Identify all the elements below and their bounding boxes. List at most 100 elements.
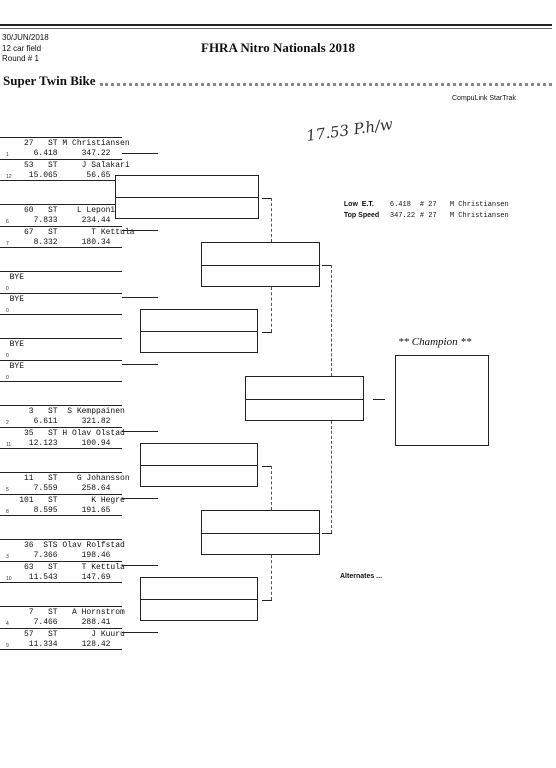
entry-car-driver: 35 ST H Olav Olstad	[0, 429, 125, 438]
entry-seed: 0	[6, 286, 9, 292]
entry-seed: 2	[6, 420, 9, 426]
qf-box-1	[115, 175, 259, 219]
qf-box-2	[140, 309, 258, 353]
entry-et-speed: 6.418 347.22	[0, 149, 111, 158]
stats-top-speed: Top Speed 347.22# 27 M Christiansen	[340, 205, 509, 220]
field-size: 12 car field	[2, 44, 42, 53]
qf-box-4	[140, 577, 258, 621]
connector	[271, 287, 272, 332]
connector	[122, 498, 158, 499]
connector	[122, 565, 158, 566]
top-speed-car: # 27	[419, 212, 437, 220]
entry-car-driver: 57 ST J Kuuru	[0, 630, 125, 639]
entry-bot: BYE 0	[0, 293, 122, 315]
connector	[122, 364, 158, 365]
connector	[322, 265, 332, 266]
champion-label: ** Champion **	[398, 336, 472, 348]
entry-top: 27 ST M Christiansen 1 6.418 347.22	[0, 137, 130, 159]
entry-et-speed: 11.334 128.42	[0, 640, 111, 649]
entry-bot: 101 ST K Hegre 8 8.595 191.65	[0, 494, 125, 516]
top-speed-value: 347.22	[389, 212, 416, 220]
qf-box-3	[140, 443, 258, 487]
event-date: 30/JUN/2018	[2, 33, 49, 42]
entry-car-driver: 101 ST K Hegre	[0, 496, 125, 505]
entry-car-driver: 11 ST G Johansson	[0, 474, 130, 483]
entry-car-driver: 3 ST S Kemppainen	[0, 407, 125, 416]
entry-seed: 11	[6, 442, 12, 448]
connector	[122, 153, 158, 154]
entry-car-driver: 67 ST T Kettula	[0, 228, 135, 237]
low-et-name: M Christiansen	[449, 201, 509, 209]
entry-bot: 57 ST J Kuuru 9 11.334 128.42	[0, 628, 125, 650]
round-number: Round # 1	[2, 54, 39, 63]
connector	[262, 198, 272, 199]
entry-et-speed: 7.466 288.41	[0, 618, 111, 627]
connector	[122, 230, 158, 231]
connector	[271, 555, 272, 600]
connector	[262, 332, 272, 333]
low-et-label: Low E.T.	[343, 201, 374, 208]
entry-car-driver: 63 ST T Kettula	[0, 563, 125, 572]
sf-box-1	[201, 242, 320, 287]
entry-et-speed: 7.559 258.64	[0, 484, 111, 493]
entry-seed: 5	[6, 487, 9, 493]
entry-top: 3 ST S Kemppainen 2 6.611 321.82	[0, 405, 125, 427]
entry-car-driver: 27 ST M Christiansen	[0, 139, 130, 148]
entry-bot: BYE 0	[0, 360, 122, 382]
connector	[271, 466, 272, 510]
entry-et-speed: 8.332 180.34	[0, 238, 111, 247]
entry-seed: 9	[6, 643, 9, 649]
class-dotted-rule	[100, 83, 552, 86]
entry-seed: 0	[6, 353, 9, 359]
entry-et-speed: 8.595 191.65	[0, 506, 111, 515]
entry-car-driver: BYE	[0, 362, 25, 371]
entry-seed: 4	[6, 621, 9, 627]
final-box	[245, 376, 364, 421]
entry-seed: 10	[6, 576, 12, 582]
connector	[331, 421, 332, 533]
connector	[122, 431, 158, 432]
connector	[322, 533, 332, 534]
entry-et-speed: 12.123 100.94	[0, 439, 111, 448]
entry-et-speed: 6.611 321.82	[0, 417, 111, 426]
entry-top: BYE 0	[0, 271, 122, 293]
entry-seed: 3	[6, 554, 9, 560]
entry-car-driver: 60 ST L Leponiemi	[0, 206, 130, 215]
top-speed-label: Top Speed	[343, 212, 380, 219]
entry-top: 11 ST G Johansson 5 7.559 258.64	[0, 472, 130, 494]
champion-box	[395, 355, 489, 446]
entry-car-driver: BYE	[0, 340, 25, 349]
entry-seed: 12	[6, 174, 12, 180]
entry-car-driver: BYE	[0, 273, 25, 282]
sf-box-2	[201, 510, 320, 555]
entry-seed: 0	[6, 375, 9, 381]
entry-seed: 6	[6, 219, 9, 225]
low-et-value: 6.418	[389, 201, 411, 209]
class-name: Super Twin Bike	[3, 73, 96, 88]
connector	[271, 198, 272, 242]
brand-name: CompuLink StarTrak	[452, 95, 516, 102]
entry-seed: 0	[6, 308, 9, 314]
entry-car-driver: 53 ST J Salakari	[0, 161, 130, 170]
entry-seed: 8	[6, 509, 9, 515]
connector	[262, 466, 272, 467]
handwritten-signature: 17.53 P.h/w	[305, 115, 394, 145]
entry-car-driver: BYE	[0, 295, 25, 304]
low-et-car: # 27	[419, 201, 437, 209]
stats-low-et: Low E.T. 6.418 # 27 M Christiansen	[340, 194, 509, 209]
connector	[262, 600, 272, 601]
top-speed-name: M Christiansen	[449, 212, 509, 220]
top-rule	[0, 24, 552, 26]
connector	[373, 399, 385, 400]
page-title: FHRA Nitro Nationals 2018	[201, 40, 355, 55]
connector	[122, 297, 158, 298]
entry-seed: 1	[6, 152, 9, 158]
entry-car-driver: 36 STS Olav Rolfstad	[0, 541, 125, 550]
entry-bot: 35 ST H Olav Olstad 11 12.123 100.94	[0, 427, 125, 449]
alternates-label: Alternates ...	[340, 573, 383, 580]
